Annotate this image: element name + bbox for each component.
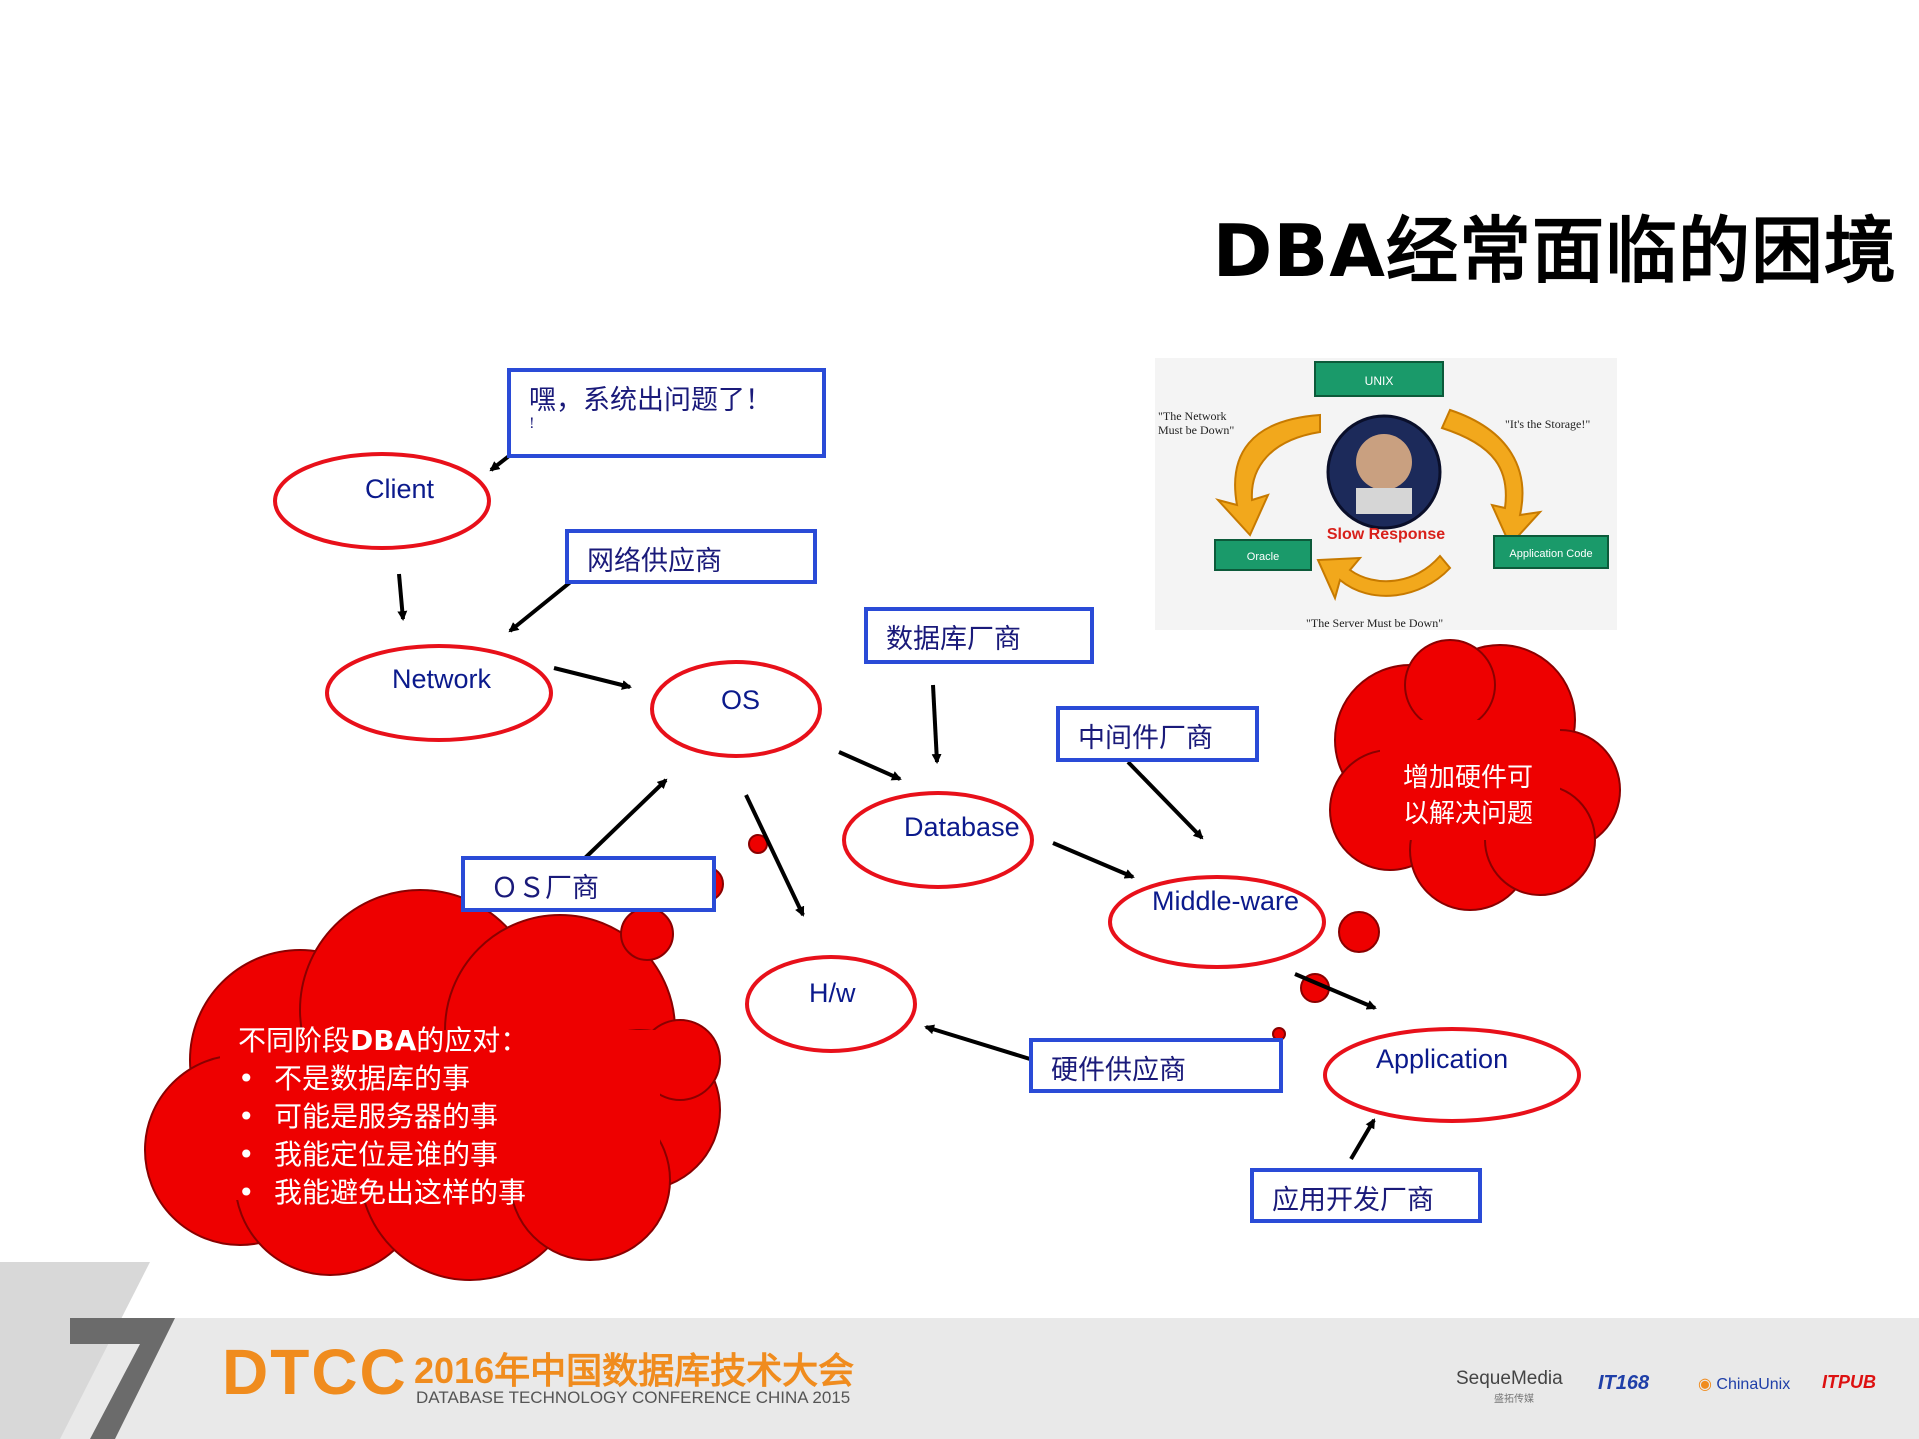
arrow-mwvendor-to-middleware [1126,760,1204,840]
sponsor-it168-logo: IT168 [1598,1372,1650,1394]
hardware-label: H/w [809,978,856,1008]
dba-response-item: •我能定位是谁的事 [238,1138,499,1171]
hardware-thought-cloud [1329,639,1621,911]
chinaunix-icon: ◉ [1698,1376,1712,1393]
sponsor-chinaunix-logo: ◉ ChinaUnix [1698,1374,1790,1394]
thought-bubble-small [748,834,768,854]
quote-server: "The Server Must be Down" [1306,616,1443,630]
arrow-osvendor-to-os [583,778,668,860]
cycle-arrow-bottom-icon [1316,554,1452,601]
quote-network-line1: "The Network [1158,409,1227,423]
dba-response-item: •可能是服务器的事 [238,1100,499,1133]
sponsor-chinaunix-label: ChinaUnix [1716,1376,1791,1393]
arrow-os-to-database [838,750,902,781]
thought-bubble-large [620,907,674,961]
network-vendor-box: 网络供应商 [565,529,817,584]
cycle-app-code-label: Application Code [1509,548,1592,560]
application-label: Application [1376,1044,1509,1074]
middleware-vendor-box: 中间件厂商 [1056,706,1259,762]
dba-heading-post: 的应对： [416,1024,529,1057]
cycle-arrow-left-icon [1214,413,1321,537]
sponsor-itpub-logo: ITPUB [1822,1372,1876,1392]
client-alert-text: 嘿，系统出问题了！ [529,385,772,416]
arrow-middleware-to-application [1294,972,1377,1010]
client-node [273,452,491,550]
footer-conference-cn: 2016年中国数据库技术大会 [414,1350,855,1391]
middleware-label: Middle-ware [1152,886,1300,916]
cycle-center-label: Slow Response [1327,526,1445,543]
app-vendor-box: 应用开发厂商 [1250,1168,1482,1223]
arrow-netvendor-to-network [508,578,575,633]
slide-title: DBA经常面临的困境 [1212,209,1897,293]
dba-response-item: •不是数据库的事 [238,1062,471,1095]
blame-cycle-image [1155,358,1617,630]
quote-network-line2: Must be Down" [1158,423,1234,437]
database-label: Database [904,812,1020,842]
db-vendor-box: 数据库厂商 [864,607,1094,664]
dba-response-item: •我能避免出这样的事 [238,1176,527,1209]
middleware-node [1108,875,1326,969]
hw-vendor-label: 硬件供应商 [1051,1055,1186,1086]
os-label: OS [721,685,761,715]
database-node [842,791,1034,889]
hardware-thought-line1: 增加硬件可 [1402,763,1533,793]
hw-vendor-box: 硬件供应商 [1029,1038,1283,1093]
dba-item-text: 我能定位是谁的事 [274,1138,499,1171]
client-alert-callout: 嘿，系统出问题了！ ! [507,368,826,458]
arrow-network-to-os [553,666,632,690]
dba-item-text: 不是数据库的事 [274,1062,471,1095]
dba-heading-pre: 不同阶段 [238,1024,351,1057]
footer-dtcc-logo: DTCC [222,1336,408,1408]
hardware-thought-text: 增加硬件可 以解决问题 [1398,760,1538,832]
os-node [650,660,822,758]
os-vendor-label: ＯＳ厂商 [491,873,599,904]
db-vendor-label: 数据库厂商 [886,624,1021,655]
sponsor-sequemedia-sub: 盛拓传媒 [1494,1394,1534,1405]
client-alert-tail: ! [529,416,535,432]
network-vendor-label: 网络供应商 [587,546,722,577]
os-vendor-box: ＯＳ厂商 [461,856,716,912]
sponsor-sequemedia-logo: SequeMedia [1456,1368,1563,1389]
dba-response-heading: 不同阶段DBA的应对： [238,1022,528,1060]
arrow-hwvendor-to-hardware [924,1024,1031,1061]
network-label: Network [392,664,492,694]
cycle-unix-label: UNIX [1365,374,1394,388]
hardware-thought-line2: 以解决问题 [1402,799,1533,829]
cycle-box-unix [1314,361,1444,397]
thought-bubble-right-large [1338,911,1380,953]
dba-response-cloud [144,889,721,1281]
application-node [1323,1027,1581,1123]
footer-conference-en: DATABASE TECHNOLOGY CONFERENCE CHINA 201… [416,1388,851,1407]
client-label: Client [365,474,435,504]
network-node [325,644,553,742]
middleware-vendor-label: 中间件厂商 [1078,723,1213,754]
arrow-client-to-network [397,573,408,621]
app-vendor-label: 应用开发厂商 [1272,1185,1434,1216]
dba-heading-bold: DBA [350,1024,417,1057]
quote-storage: "It's the Storage!" [1505,417,1590,431]
cycle-box-app-code [1493,535,1609,569]
dba-item-text: 我能避免出这样的事 [274,1176,527,1209]
arrow-dbvendor-to-database [931,684,942,764]
arrow-appvendor-to-application [1349,1118,1376,1161]
dba-item-text: 可能是服务器的事 [274,1100,499,1133]
cycle-oracle-label: Oracle [1247,551,1279,563]
cycle-box-oracle [1214,539,1312,571]
hardware-node [745,955,917,1053]
arrow-database-to-middleware [1052,841,1135,879]
dba-response-text: 不同阶段DBA的应对： •不是数据库的事 •可能是服务器的事 •我能定位是谁的事… [238,1022,528,1212]
footer-seven-logo-icon [0,1262,175,1439]
footer-band [0,1318,1919,1439]
arrow-os-to-hardware [744,794,805,917]
